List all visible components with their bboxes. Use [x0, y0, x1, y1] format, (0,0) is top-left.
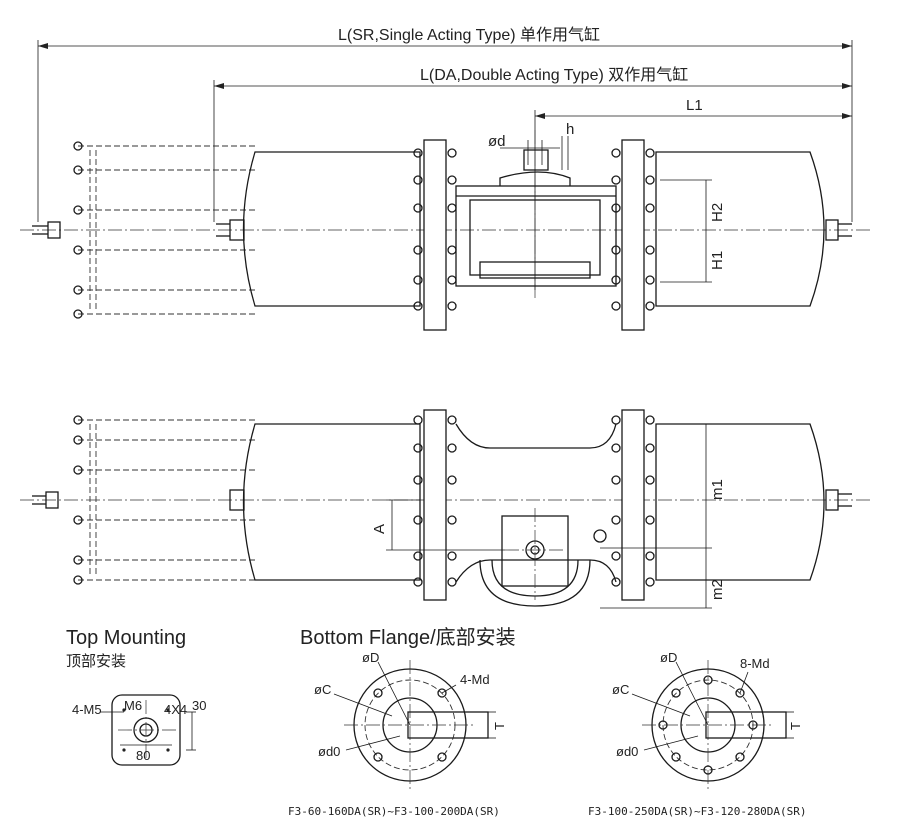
label-80: 80 — [136, 748, 150, 763]
flange-right-plan — [611, 409, 655, 601]
top-mounting-title: Top Mounting — [66, 627, 186, 649]
cylinder-right-top — [655, 151, 825, 307]
label-m2: m2 — [709, 579, 726, 600]
actuator-body-plan — [455, 423, 617, 607]
flange-left-plan — [413, 409, 457, 601]
spring-cartridge-top — [32, 141, 255, 319]
label-4x4: 4X4 — [164, 702, 187, 717]
label-h: h — [566, 121, 574, 138]
left-md: 4-Md — [460, 672, 490, 687]
left-caption: F3-60-160DA(SR)~F3-100-200DA(SR) — [288, 805, 500, 818]
top-mounting-subtitle: 顶部安装 — [66, 653, 126, 670]
label-30: 30 — [192, 698, 206, 713]
bottom-flange-title: Bottom Flange/底部安装 — [300, 626, 516, 649]
right-od0: ød0 — [616, 744, 638, 759]
bottom-flange-left — [333, 660, 496, 790]
actuator-body-top — [455, 149, 617, 287]
label-l-da: L(DA,Double Acting Type) 双作用气缸 — [420, 65, 688, 84]
right-oD: øD — [660, 650, 677, 665]
top-mounting-detail — [100, 694, 196, 766]
bottom-flange-right — [631, 660, 794, 790]
right-md: 8-Md — [740, 656, 770, 671]
label-m1: m1 — [709, 479, 726, 500]
flange-right-top — [611, 139, 655, 331]
label-h2: H2 — [709, 203, 726, 222]
label-4m5: 4-M5 — [72, 702, 102, 717]
label-h1: H1 — [709, 251, 726, 270]
spring-cartridge-plan — [32, 415, 255, 585]
cylinder-left-top — [242, 151, 421, 307]
left-oC: øC — [314, 682, 331, 697]
side-elevation-view — [20, 40, 872, 331]
right-caption: F3-100-250DA(SR)~F3-120-280DA(SR) — [588, 805, 807, 818]
plan-view — [20, 409, 872, 609]
label-m6: M6 — [124, 698, 142, 713]
label-od: ød — [488, 133, 506, 150]
label-l-sr: L(SR,Single Acting Type) 单作用气缸 — [338, 25, 600, 44]
left-od0: ød0 — [318, 744, 340, 759]
left-t: T — [492, 722, 507, 730]
label-l1: L1 — [686, 97, 703, 114]
right-t: T — [788, 722, 803, 730]
label-a: A — [371, 524, 388, 534]
left-oD: øD — [362, 650, 379, 665]
flange-left-top — [413, 139, 457, 331]
right-oC: øC — [612, 682, 629, 697]
